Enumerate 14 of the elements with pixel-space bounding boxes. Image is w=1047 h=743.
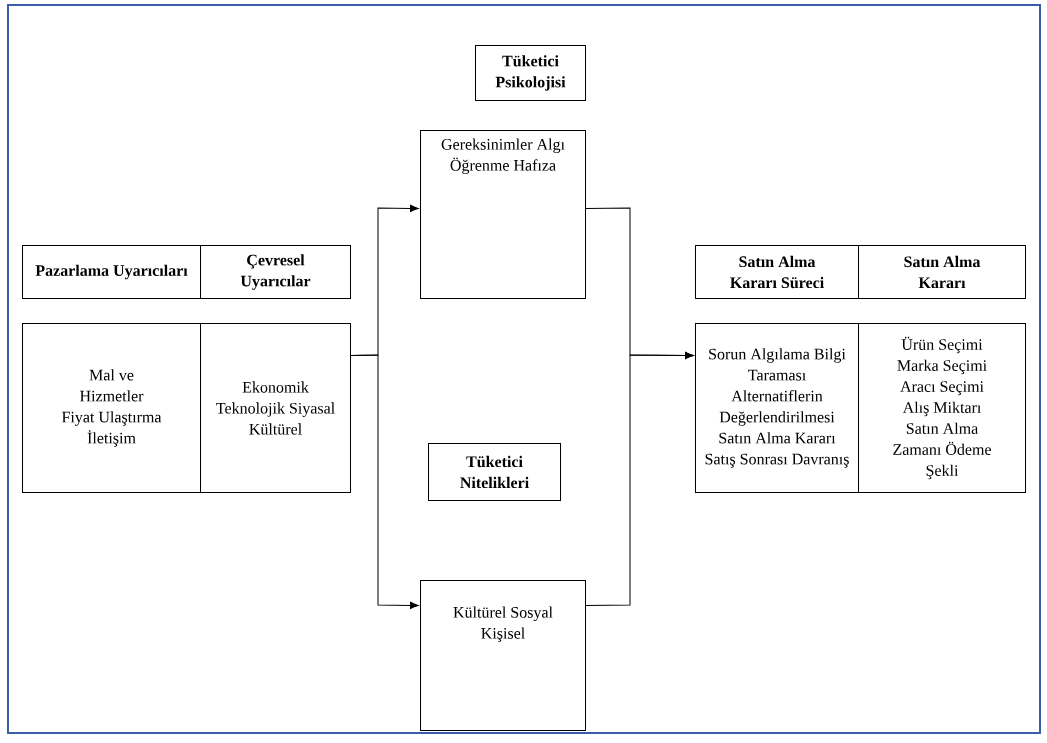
heading-box: Tüketici Nitelikleri bbox=[428, 443, 561, 501]
heading-box: Tüketici Psikolojisi bbox=[475, 45, 586, 101]
list-box: Ekonomik Teknolojik Siyasal Kültürel bbox=[200, 323, 351, 493]
list-box: Sorun Algılama Bilgi Taraması Alternatiflerin Değerlendirilmesi Satın Alma Kararı Satış Sonrası Davranış bbox=[695, 323, 859, 493]
heading-box: Pazarlama Uyarıcıları bbox=[22, 245, 201, 299]
heading-box: Satın Alma Kararı bbox=[858, 245, 1026, 299]
list-box: Mal ve Hizmetler Fiyat Ulaştırma İletişim bbox=[22, 323, 201, 493]
heading-box: Çevresel Uyarıcılar bbox=[200, 245, 351, 299]
connector-arrow bbox=[350, 354, 419, 609]
list-box: Gereksinimler Algı Öğrenme Hafıza bbox=[420, 130, 586, 299]
heading-box: Satın Alma Kararı Süreci bbox=[695, 245, 859, 299]
list-box: Kültürel Sosyal Kişisel bbox=[420, 580, 586, 731]
connector-arrow bbox=[585, 351, 694, 606]
list-box: Ürün Seçimi Marka Seçimi Aracı Seçimi Alış Miktarı Satın Alma Zamanı Ödeme Şekli bbox=[858, 323, 1026, 493]
